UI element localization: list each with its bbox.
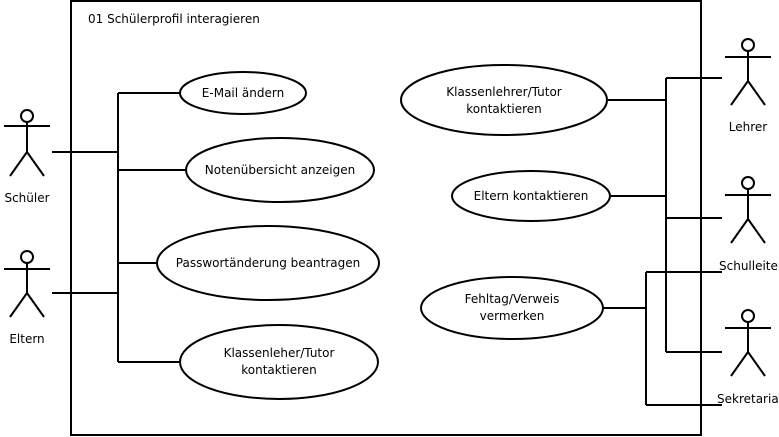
usecase-passwortaenderung: Passwortänderung beantragen [156, 225, 380, 301]
svg-text:Fehltag/Verweis: Fehltag/Verweis [465, 292, 560, 306]
usecase-klassenlehrer-kontaktieren: Klassenlehrer/Tutor kontaktieren [400, 64, 608, 136]
svg-text:Schüler: Schüler [4, 191, 49, 205]
usecase-fehltag-verweis: Fehltag/Verweis vermerken [420, 276, 604, 340]
stick-figure-icon [4, 109, 50, 177]
usecase-email-aendern: E-Mail ändern [179, 71, 307, 115]
svg-text:Passwortänderung beantragen: Passwortänderung beantragen [176, 256, 360, 270]
usecase-eltern-kontaktieren: Eltern kontaktieren [451, 170, 611, 222]
left-associations [52, 92, 186, 363]
svg-text:kontaktieren: kontaktieren [466, 102, 542, 116]
system-title: 01 Schülerprofil interagieren [88, 12, 260, 26]
svg-text:Klassenleher/Tutor: Klassenleher/Tutor [224, 346, 335, 360]
svg-text:Notenübersicht anzeigen: Notenübersicht anzeigen [205, 163, 355, 177]
stick-figure-icon [725, 176, 771, 244]
actor-schueler: Schüler [4, 109, 50, 205]
svg-text:Eltern kontaktieren: Eltern kontaktieren [474, 189, 589, 203]
svg-text:Lehrer: Lehrer [729, 120, 768, 134]
system-boundary [70, 0, 702, 436]
stick-figure-icon [725, 38, 771, 106]
svg-text:Schulleiter: Schulleiter [719, 259, 779, 273]
svg-text:Klassenlehrer/Tutor: Klassenlehrer/Tutor [446, 85, 562, 99]
svg-text:vermerken: vermerken [480, 309, 545, 323]
svg-text:Eltern: Eltern [9, 332, 44, 346]
actor-lehrer: Lehrer [725, 38, 771, 134]
actor-eltern: Eltern [4, 250, 50, 346]
svg-text:E-Mail ändern: E-Mail ändern [202, 86, 284, 100]
usecase-notenuebersicht: Notenübersicht anzeigen [185, 137, 375, 203]
svg-text:kontaktieren: kontaktieren [241, 363, 317, 377]
stick-figure-icon [725, 309, 771, 377]
right-associations [603, 77, 722, 406]
svg-text:Sekretariat: Sekretariat [717, 392, 779, 406]
actor-schulleiter: Schulleiter [719, 176, 779, 273]
usecase-klassenleher-kontaktieren: Klassenleher/Tutor kontaktieren [179, 324, 379, 400]
actor-sekretariat: Sekretariat [717, 309, 779, 406]
stick-figure-icon [4, 250, 50, 318]
